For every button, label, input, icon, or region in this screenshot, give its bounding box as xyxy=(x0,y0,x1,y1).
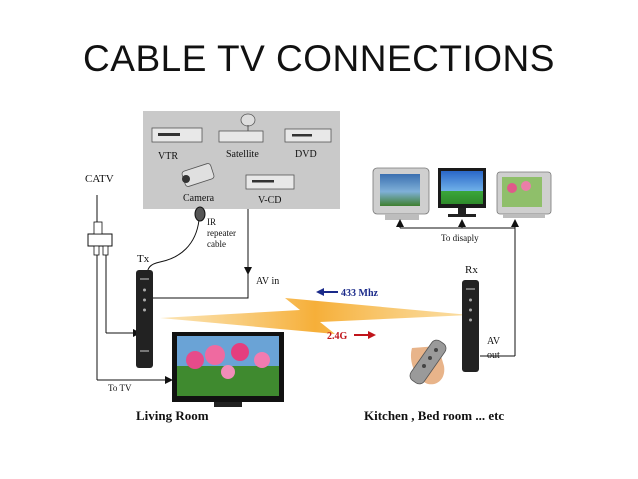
signal-24g: 2.4G xyxy=(327,331,376,342)
av-out-label-1: AV xyxy=(487,336,501,347)
mhz-label: 433 Mhz xyxy=(341,288,379,299)
tx-label: Tx xyxy=(137,253,150,265)
wireless-signal xyxy=(160,298,470,334)
camera-label: Camera xyxy=(183,193,215,204)
remote-control xyxy=(409,339,447,385)
living-room-label: Living Room xyxy=(136,408,209,423)
ir-label-2: repeater xyxy=(207,228,236,238)
display-crt-left xyxy=(372,167,430,220)
right-wiring xyxy=(396,219,519,357)
ir-label-1: IR xyxy=(207,217,216,227)
rx-label: Rx xyxy=(465,264,478,276)
ghz-label: 2.4G xyxy=(327,331,348,342)
catv-label: CATV xyxy=(85,173,114,185)
page-title: CABLE TV CONNECTIONS xyxy=(83,38,555,79)
display-crt-right xyxy=(496,171,552,218)
living-room-tv: Living Room xyxy=(136,332,284,423)
vcd-label: V-CD xyxy=(258,195,282,206)
satellite-label: Satellite xyxy=(226,149,259,160)
vtr-device: VTR xyxy=(151,127,203,162)
satellite-device: Satellite xyxy=(218,113,264,160)
kitchen-label: Kitchen , Bed room ... etc xyxy=(364,408,504,423)
tx-transmitter: Tx xyxy=(136,253,153,368)
display-lcd-center xyxy=(438,168,486,217)
vcd-device: V-CD xyxy=(245,174,295,206)
ir-label-3: cable xyxy=(207,239,226,249)
av-out-label-2: out xyxy=(487,350,500,361)
camera-device: Camera xyxy=(181,163,215,204)
to-display-label: To disaply xyxy=(441,233,479,243)
vtr-label: VTR xyxy=(158,151,178,162)
rx-receiver: Rx xyxy=(462,264,479,372)
dvd-device: DVD xyxy=(284,128,332,160)
av-in-label: AV in xyxy=(256,276,279,287)
signal-433mhz: 433 Mhz xyxy=(316,288,379,299)
ir-repeater: IR repeater cable xyxy=(194,206,236,249)
to-tv-label: To TV xyxy=(108,383,132,393)
dvd-label: DVD xyxy=(295,149,317,160)
left-wiring xyxy=(96,195,252,384)
sources-panel: VTR Satellite DVD Camera V-CD xyxy=(143,111,340,209)
catv-splitter: CATV xyxy=(85,173,114,256)
